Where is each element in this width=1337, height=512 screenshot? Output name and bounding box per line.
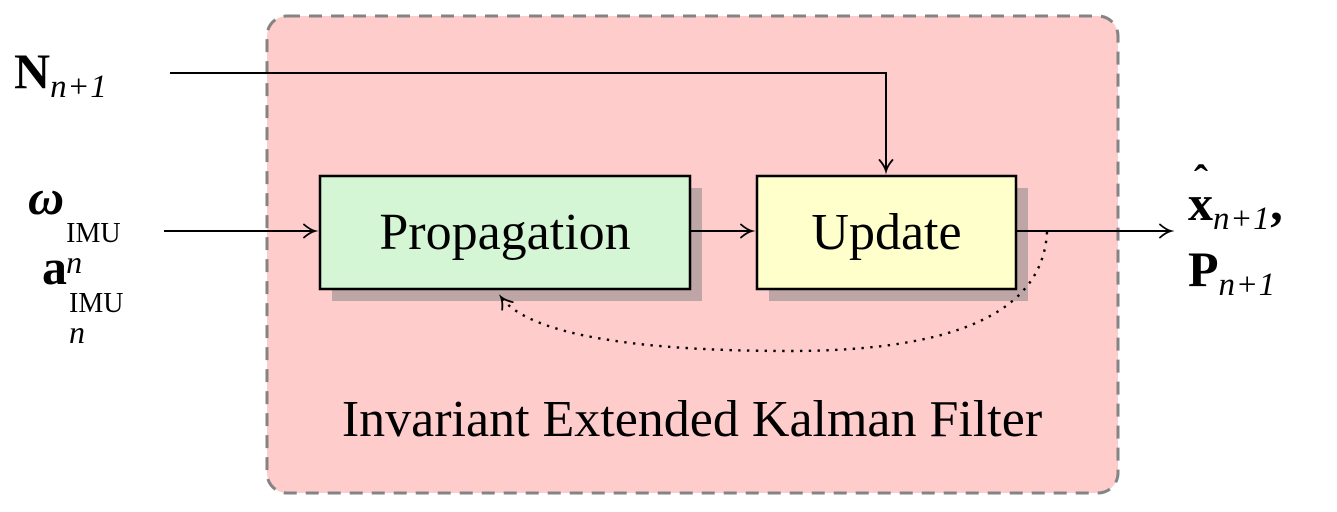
state-hat: ˆ: [1193, 157, 1209, 205]
covariance-output-label: Pn+1: [1188, 244, 1276, 302]
accel-base: a: [42, 239, 67, 295]
update-block-box: [755, 174, 1018, 291]
update-label: Update: [811, 203, 962, 261]
gyro-base: ω: [28, 169, 65, 225]
state-subscript: n+1: [1213, 201, 1271, 238]
noise-base: N: [14, 43, 51, 99]
gyro-superscript: IMU: [66, 217, 121, 249]
accel-subscript: n: [69, 314, 85, 351]
noise-arrow: [170, 72, 894, 175]
state-base: x: [1188, 175, 1213, 231]
propagation-label: Propagation: [379, 203, 631, 261]
accel-superscript: IMU: [69, 287, 124, 319]
state-suffix: ,: [1270, 175, 1283, 231]
iekf-caption: Invariant Extended Kalman Filter: [341, 391, 1043, 448]
noise-subscript: n+1: [50, 69, 108, 106]
update-block: Update: [757, 176, 1016, 289]
noise-input-label: Nn+1: [14, 46, 107, 104]
covariance-base: P: [1188, 241, 1219, 297]
gyro-subscript: n: [66, 244, 83, 281]
covariance-subscript: n+1: [1218, 267, 1276, 304]
propagation-block-box: [318, 174, 692, 291]
propagation-block: Propagation: [320, 176, 690, 289]
